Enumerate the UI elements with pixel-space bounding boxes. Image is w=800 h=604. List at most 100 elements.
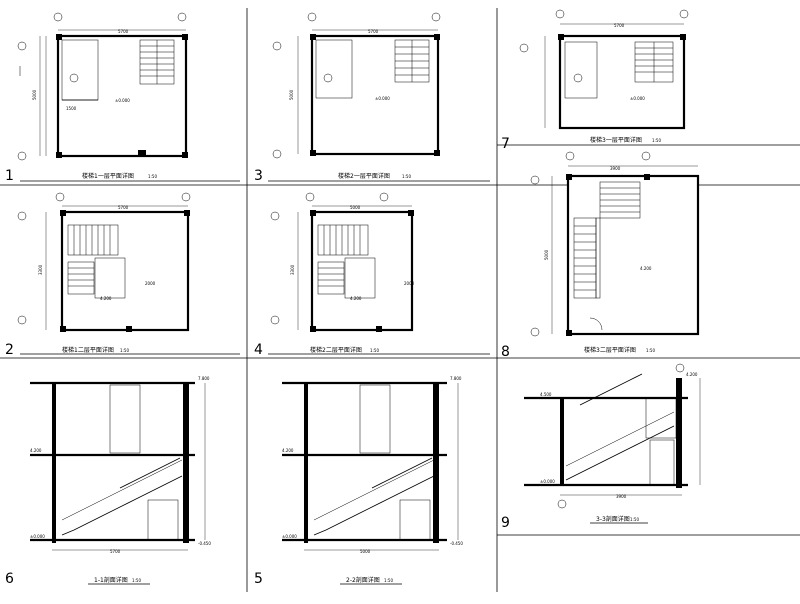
- p6-dim-bottom: 5700: [110, 549, 121, 554]
- panel-9: 4.500 ±0.000 4.200 3900 9 3-3剖面详图 1:50: [501, 363, 701, 531]
- p2-level: 4.200: [100, 296, 112, 301]
- p1-column: [182, 152, 188, 158]
- p2-stair-flight: [67, 224, 119, 295]
- p8-stair-flight: [573, 181, 641, 299]
- p5-level-0: ±0.000: [282, 534, 297, 539]
- panel-6: 4.200 ±0.000 7.800 -0.450 5700 6 1-1剖面详图…: [5, 376, 211, 587]
- p5-stair-flight-1: [313, 475, 435, 536]
- p9-level-3: 4.500: [540, 392, 552, 397]
- p9-scale: 1:50: [630, 517, 639, 522]
- p1-room-outline: [56, 34, 188, 158]
- p1-fixture: [69, 73, 79, 83]
- p6-wall-left: [52, 383, 56, 543]
- p1-stair-flight: [139, 39, 175, 85]
- p4-title: 楼梯2二层平面详图: [310, 346, 362, 354]
- panel-1: 1500 ±0.000 5700 5000 1 楼梯1一层平面详图 1:50: [5, 12, 240, 184]
- p6-title: 1-1剖面详图: [94, 576, 128, 584]
- p6-stair-flight-1: [61, 475, 183, 536]
- p1-axis-bubble: [17, 41, 27, 51]
- p3-level: ±0.000: [375, 96, 390, 101]
- p7-small-room: [564, 41, 598, 99]
- p1-column: [182, 34, 188, 40]
- p4-dim-top: 5000: [350, 205, 361, 210]
- p5-panel-number: 5: [254, 571, 263, 587]
- p1-note: 1500: [66, 106, 77, 111]
- panel-3: ±0.000 5700 5000 3 楼梯2一层平面详图 1:50: [254, 12, 490, 184]
- p1-column: [56, 152, 62, 158]
- p5-scale: 1:50: [384, 578, 393, 583]
- p2-scale: 1:50: [120, 348, 129, 353]
- p5-level-1: 4.200: [282, 448, 294, 453]
- p1-scale: 1:50: [148, 174, 157, 179]
- p6-level-1: 4.200: [30, 448, 42, 453]
- p1-level: ±0.000: [115, 98, 130, 103]
- panel-4: 4.200 5000 3300 2000 4 楼梯2二层平面详图 1:50: [254, 192, 490, 358]
- p2-landing: [94, 257, 126, 299]
- p9-level-1: 4.200: [686, 372, 698, 377]
- p3-dim-top: 5700: [368, 29, 379, 34]
- p4-stair-flight: [317, 224, 369, 295]
- p7-panel-number: 7: [501, 136, 510, 152]
- p1-axis-bubble: [53, 12, 63, 22]
- p5-dim-bottom: 5000: [360, 549, 371, 554]
- p6-stair-flight-2: [119, 457, 181, 489]
- p2-dim-top: 5700: [118, 205, 129, 210]
- panel-2: 4.200 5700 3300 2000 2 楼梯1二层平面详图 1:50: [5, 192, 240, 358]
- p9-dim-bottom: 3900: [616, 494, 627, 499]
- p1-column: [56, 34, 62, 40]
- p3-scale: 1:50: [402, 174, 411, 179]
- p5-level-4: -0.450: [450, 541, 463, 546]
- p5-title: 2-2剖面详图: [346, 576, 380, 584]
- p8-panel-number: 8: [501, 344, 510, 360]
- p3-dim-left: 5000: [289, 89, 294, 100]
- p4-scale: 1:50: [370, 348, 379, 353]
- p2-title: 楼梯1二层平面详图: [62, 346, 114, 354]
- p1-dim-top: 5700: [118, 29, 129, 34]
- p6-wall-right: [183, 383, 189, 543]
- p7-dim-top: 5700: [614, 23, 625, 28]
- p5-level-2: 7.800: [450, 376, 462, 381]
- p6-panel-number: 6: [5, 571, 14, 587]
- p9-stair-flight-2: [579, 373, 643, 406]
- panel-8: 4.200 3900 5000 8 楼梯3二层平面详图 1:50: [501, 151, 700, 360]
- p6-door: [109, 384, 141, 454]
- p8-scale: 1:50: [646, 348, 655, 353]
- p8-dim-top: 3900: [610, 166, 621, 171]
- p4-room-outline: [310, 210, 414, 332]
- p7-scale: 1:50: [652, 138, 661, 143]
- p3-title: 楼梯2一层平面详图: [338, 172, 390, 180]
- p3-stair-flight: [394, 39, 430, 83]
- p5-stair-flight-2: [371, 457, 433, 489]
- p6-door-lower: [147, 499, 179, 541]
- p1-title: 楼梯1一层平面详图: [82, 172, 134, 180]
- p7-title: 楼梯3一层平面详图: [590, 136, 642, 144]
- p9-level-0: ±0.000: [540, 479, 555, 484]
- p2-dim-left: 3300: [38, 264, 43, 275]
- p4-dim-inner: 2000: [404, 281, 415, 286]
- panel-5: 4.200 ±0.000 7.800 -0.450 5000 5 2-2剖面详图…: [254, 376, 463, 587]
- p2-dim-inner: 2000: [145, 281, 156, 286]
- p6-scale: 1:50: [132, 578, 141, 583]
- p1-panel-number: 1: [5, 168, 14, 184]
- p1-dim-left: 5000: [32, 89, 37, 100]
- p4-dim-left: 3300: [290, 264, 295, 275]
- p3-room-outline: [310, 34, 440, 156]
- p3-small-room: [315, 39, 353, 99]
- p6-level-4: -0.450: [198, 541, 211, 546]
- p9-door: [645, 397, 677, 439]
- p9-title: 3-3剖面详图: [596, 515, 630, 523]
- p9-panel-number: 9: [501, 515, 510, 531]
- p8-dim-left: 5000: [544, 249, 549, 260]
- p8-title: 楼梯3二层平面详图: [584, 346, 636, 354]
- p4-level: 4.200: [350, 296, 362, 301]
- p4-panel-number: 4: [254, 342, 263, 358]
- p8-level: 4.200: [640, 266, 652, 271]
- panel-7: ±0.000 5700 7 楼梯3一层平面详图 1:50: [501, 9, 689, 152]
- p6-level-2: 7.800: [198, 376, 210, 381]
- p2-panel-number: 2: [5, 342, 14, 358]
- p1-column: [138, 150, 146, 156]
- p1-axis-bubble: [177, 12, 187, 22]
- p7-stair-flight: [634, 41, 674, 83]
